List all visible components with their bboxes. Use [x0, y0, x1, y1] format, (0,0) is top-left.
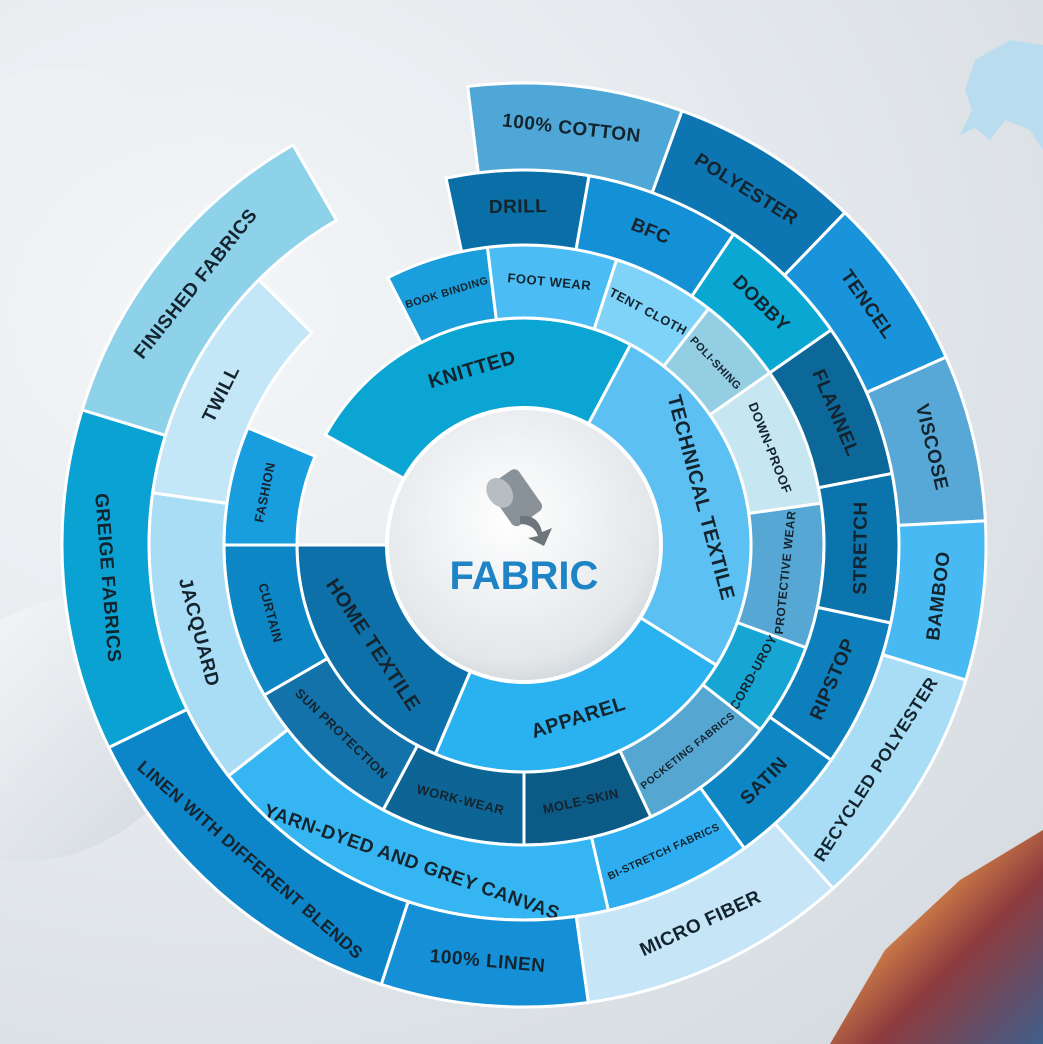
ring4-segment — [80, 142, 339, 438]
center-title: FABRIC — [450, 554, 599, 598]
fabric-roll-icon — [486, 469, 552, 546]
ring3-label: DRILL — [489, 196, 548, 218]
cloth-fold-shape — [0, 66, 160, 241]
map-shape — [960, 40, 1043, 150]
ring3-label: STRETCH — [850, 501, 872, 594]
textile-stack-image — [830, 830, 1043, 1044]
center-hub — [385, 406, 663, 684]
